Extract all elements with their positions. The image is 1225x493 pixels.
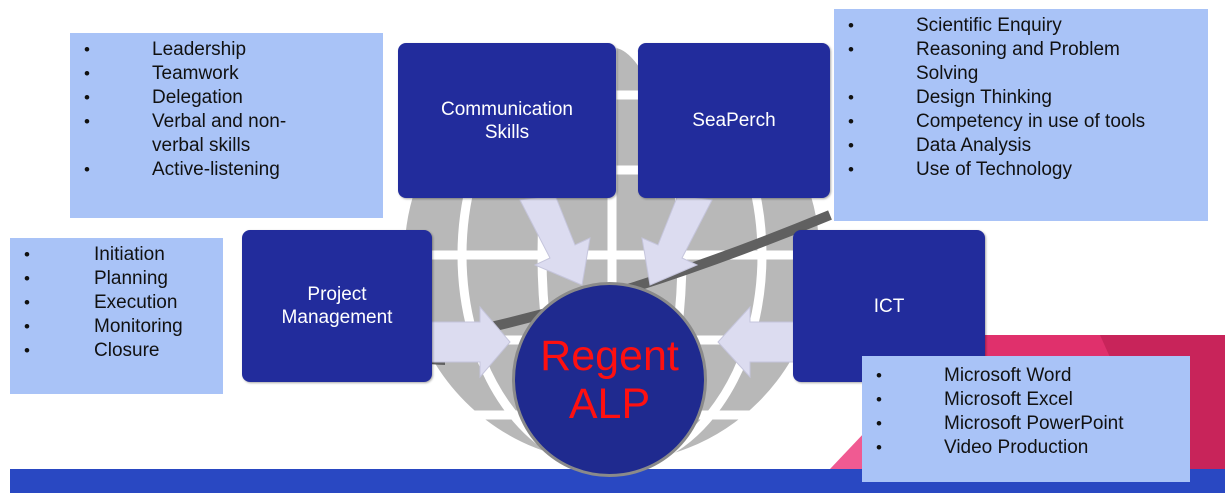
list-item: Microsoft PowerPoint: [862, 412, 1190, 436]
list-item: Scientific Enquiry: [834, 14, 1208, 38]
communication-skills-list: Leadership Teamwork Delegation Verbal an…: [70, 33, 383, 218]
list-item: Design Thinking: [834, 86, 1208, 110]
seaperch-box: SeaPerch: [638, 43, 830, 198]
list-item: Teamwork: [70, 62, 383, 86]
list-item: Microsoft Word: [862, 364, 1190, 388]
arrow-project: [429, 305, 511, 379]
communication-box-line-2: Skills: [484, 121, 530, 143]
list-item: Use of Technology: [834, 158, 1208, 182]
list-item: Execution: [10, 291, 223, 315]
seaperch-list: Scientific Enquiry Reasoning and Problem…: [834, 9, 1208, 221]
list-item: Closure: [10, 339, 223, 363]
list-item: Competency in use of tools: [834, 110, 1208, 134]
arrows: [429, 194, 796, 379]
list-item: Verbal and non-: [70, 110, 383, 134]
center-circle-regent-alp: Regent ALP: [512, 282, 707, 477]
list-item-continuation: Solving: [916, 63, 979, 84]
arrow-ict: [717, 305, 796, 379]
project-box-line-1: Project: [307, 284, 367, 305]
ict-box-label: ICT: [873, 295, 905, 317]
list-item-continuation: verbal skills: [152, 135, 251, 156]
ict-list: Microsoft Word Microsoft Excel Microsoft…: [862, 356, 1190, 482]
project-box-line-2: Management: [281, 307, 393, 328]
list-item: Active-listening: [70, 158, 383, 182]
list-item: Delegation: [70, 86, 383, 110]
list-item: Microsoft Excel: [862, 388, 1190, 412]
project-management-list: Initiation Planning Execution Monitoring…: [10, 238, 223, 394]
communication-skills-box: Communication Skills: [398, 43, 616, 198]
list-item: Monitoring: [10, 315, 223, 339]
arrow-seaperch: [641, 194, 713, 286]
list-item: Video Production: [862, 436, 1190, 460]
list-item: Leadership: [70, 38, 383, 62]
list-item: Planning: [10, 267, 223, 291]
list-item: Reasoning and Problem: [834, 38, 1208, 62]
seaperch-box-label: SeaPerch: [692, 110, 776, 131]
list-item: Initiation: [10, 243, 223, 267]
arrow-communication: [519, 194, 591, 286]
center-line-2: ALP: [568, 379, 651, 428]
project-management-box: Project Management: [242, 230, 432, 382]
communication-box-line-1: Communication: [441, 98, 573, 120]
center-line-1: Regent: [540, 331, 679, 380]
list-item: Data Analysis: [834, 134, 1208, 158]
